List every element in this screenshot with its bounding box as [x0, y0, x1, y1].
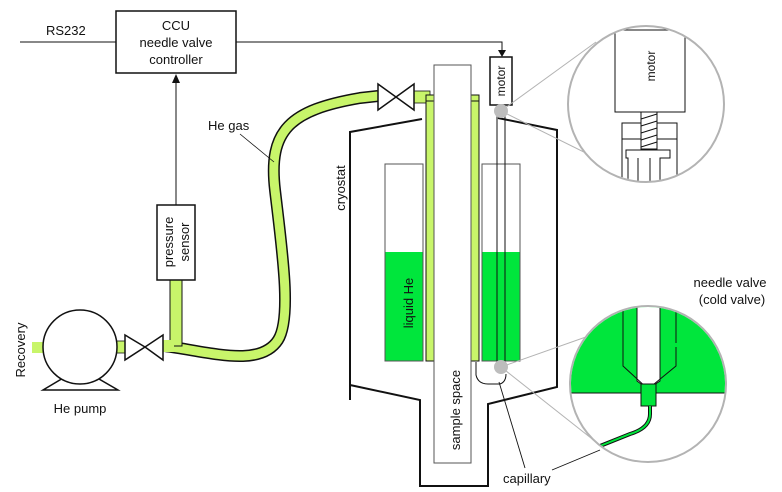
- motor-highlight-dot: [494, 104, 508, 118]
- needle-valve-detail-callout: [569, 305, 727, 463]
- arrowhead-ccu: [172, 74, 180, 83]
- ccu-label-3: controller: [149, 52, 203, 67]
- ccu-controller: CCU needle valve controller: [115, 10, 237, 74]
- capillary-leader-2: [551, 449, 601, 471]
- right-reservoir: [481, 163, 521, 362]
- motor: motor: [489, 56, 513, 106]
- needle-valve-label-2: (cold valve): [699, 292, 765, 307]
- left-reservoir: liquid He: [384, 163, 424, 362]
- capillary-leader-1: [498, 381, 526, 469]
- ccu-label-1: CCU: [162, 18, 190, 33]
- pump-valve: [124, 333, 164, 362]
- pressure-label-2: sensor: [177, 222, 192, 262]
- liquid-he-label: liquid He: [401, 278, 416, 329]
- sample-space: sample space: [433, 64, 472, 464]
- he-pump-label: He pump: [54, 401, 107, 416]
- pressure-sensor: pressure sensor: [156, 204, 196, 281]
- pressure-label-1: pressure: [161, 217, 176, 268]
- capillary-tube: [475, 362, 507, 385]
- motor-detail-callout: motor: [567, 25, 725, 183]
- he-pump: [40, 309, 121, 391]
- cryostat-valve: [377, 82, 415, 112]
- capillary-label: capillary: [503, 471, 551, 486]
- motor-label: motor: [494, 66, 508, 97]
- recovery-label: Recovery: [13, 322, 28, 377]
- he-gas-label: He gas: [208, 118, 250, 133]
- control-line: [236, 41, 503, 52]
- cryostat-label: cryostat: [333, 165, 348, 211]
- he-gas-leader: [239, 133, 275, 163]
- needle-valve-label-1: needle valve: [694, 275, 767, 290]
- rs232-label: RS232: [46, 23, 86, 38]
- sample-space-label: sample space: [448, 370, 463, 450]
- cryostat-body: [349, 117, 558, 487]
- arrowhead-motor: [498, 50, 506, 57]
- ccu-label-2: needle valve: [140, 35, 213, 50]
- motor-detail-label: motor: [644, 51, 658, 82]
- valve-highlight-dot: [494, 360, 508, 374]
